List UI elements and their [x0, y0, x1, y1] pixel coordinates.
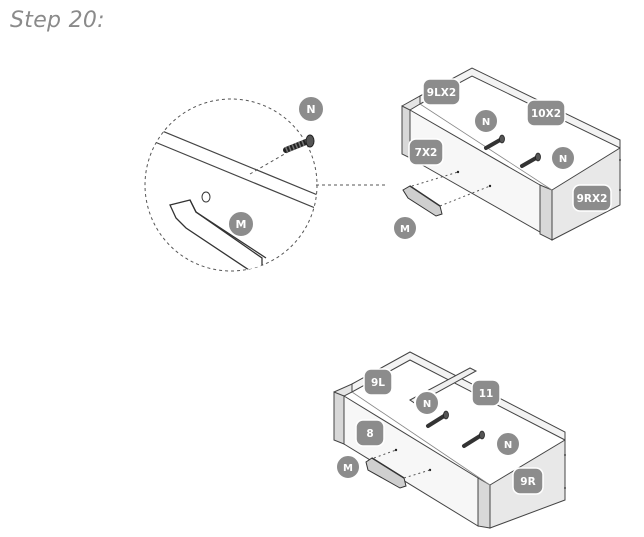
badge-top-front: 7X2: [408, 138, 444, 166]
badge-top-screw-a-label: N: [482, 117, 490, 128]
badge-detail-screw-label: N: [306, 103, 315, 116]
badge-top-side-right: 9RX2: [572, 184, 612, 212]
badge-bottom-screw-b-label: N: [504, 440, 512, 451]
badge-top-screw-b: N: [550, 145, 576, 171]
detail-panel-edge-lower: [149, 139, 317, 211]
badge-detail-handle: M: [227, 210, 255, 238]
detail-hole: [201, 191, 211, 203]
bottom-drawer-front-panel: [343, 395, 479, 527]
badge-top-side-left-label: 9LX2: [427, 87, 456, 99]
badge-bottom-side-right-label: 9R: [520, 476, 535, 488]
top-screw-icon-b: [520, 152, 541, 168]
badge-bottom-back-label: 11: [479, 388, 494, 400]
badge-top-back-label: 10X2: [531, 108, 561, 120]
badge-top-side-left: 9LX2: [422, 78, 461, 106]
badge-top-screw-b-label: N: [559, 154, 567, 165]
badge-bottom-side-left-label: 9L: [371, 377, 385, 389]
step-title: Step 20:: [10, 8, 105, 33]
badge-top-handle-label: M: [400, 224, 410, 235]
badge-top-front-label: 7X2: [415, 147, 438, 159]
drawer-top: [401, 67, 621, 241]
badge-bottom-side-right: 9R: [512, 467, 544, 495]
badge-bottom-handle-label: M: [343, 463, 353, 474]
badge-bottom-screw-b: N: [495, 431, 521, 457]
bottom-screw-icon-a: [426, 410, 449, 428]
badge-bottom-back: 11: [471, 379, 501, 407]
bottom-drawer-handle: [365, 457, 407, 489]
detail-panel-edge: [149, 125, 317, 197]
top-drawer-handle: [402, 185, 443, 217]
badge-bottom-front: 8: [355, 419, 385, 447]
detail-insert-path: [249, 151, 289, 175]
top-screw-icon-a: [484, 134, 505, 150]
detail-screw-icon: [283, 134, 315, 153]
badge-top-handle: M: [392, 215, 418, 241]
badge-bottom-handle: M: [335, 454, 361, 480]
badge-bottom-screw-a-label: N: [423, 399, 431, 410]
badge-detail-handle-label: M: [236, 218, 247, 231]
bottom-screw-icon-b: [462, 430, 485, 448]
detail-view: [144, 98, 388, 272]
badge-bottom-front-label: 8: [366, 428, 373, 440]
top-drawer-front-panel: [409, 109, 541, 233]
badge-bottom-side-left: 9L: [363, 368, 393, 396]
badge-detail-screw: N: [297, 95, 325, 123]
badge-top-side-right-label: 9RX2: [577, 193, 608, 205]
badge-top-screw-a: N: [473, 108, 499, 134]
badge-top-back: 10X2: [526, 99, 566, 127]
badge-bottom-screw-a: N: [414, 390, 440, 416]
